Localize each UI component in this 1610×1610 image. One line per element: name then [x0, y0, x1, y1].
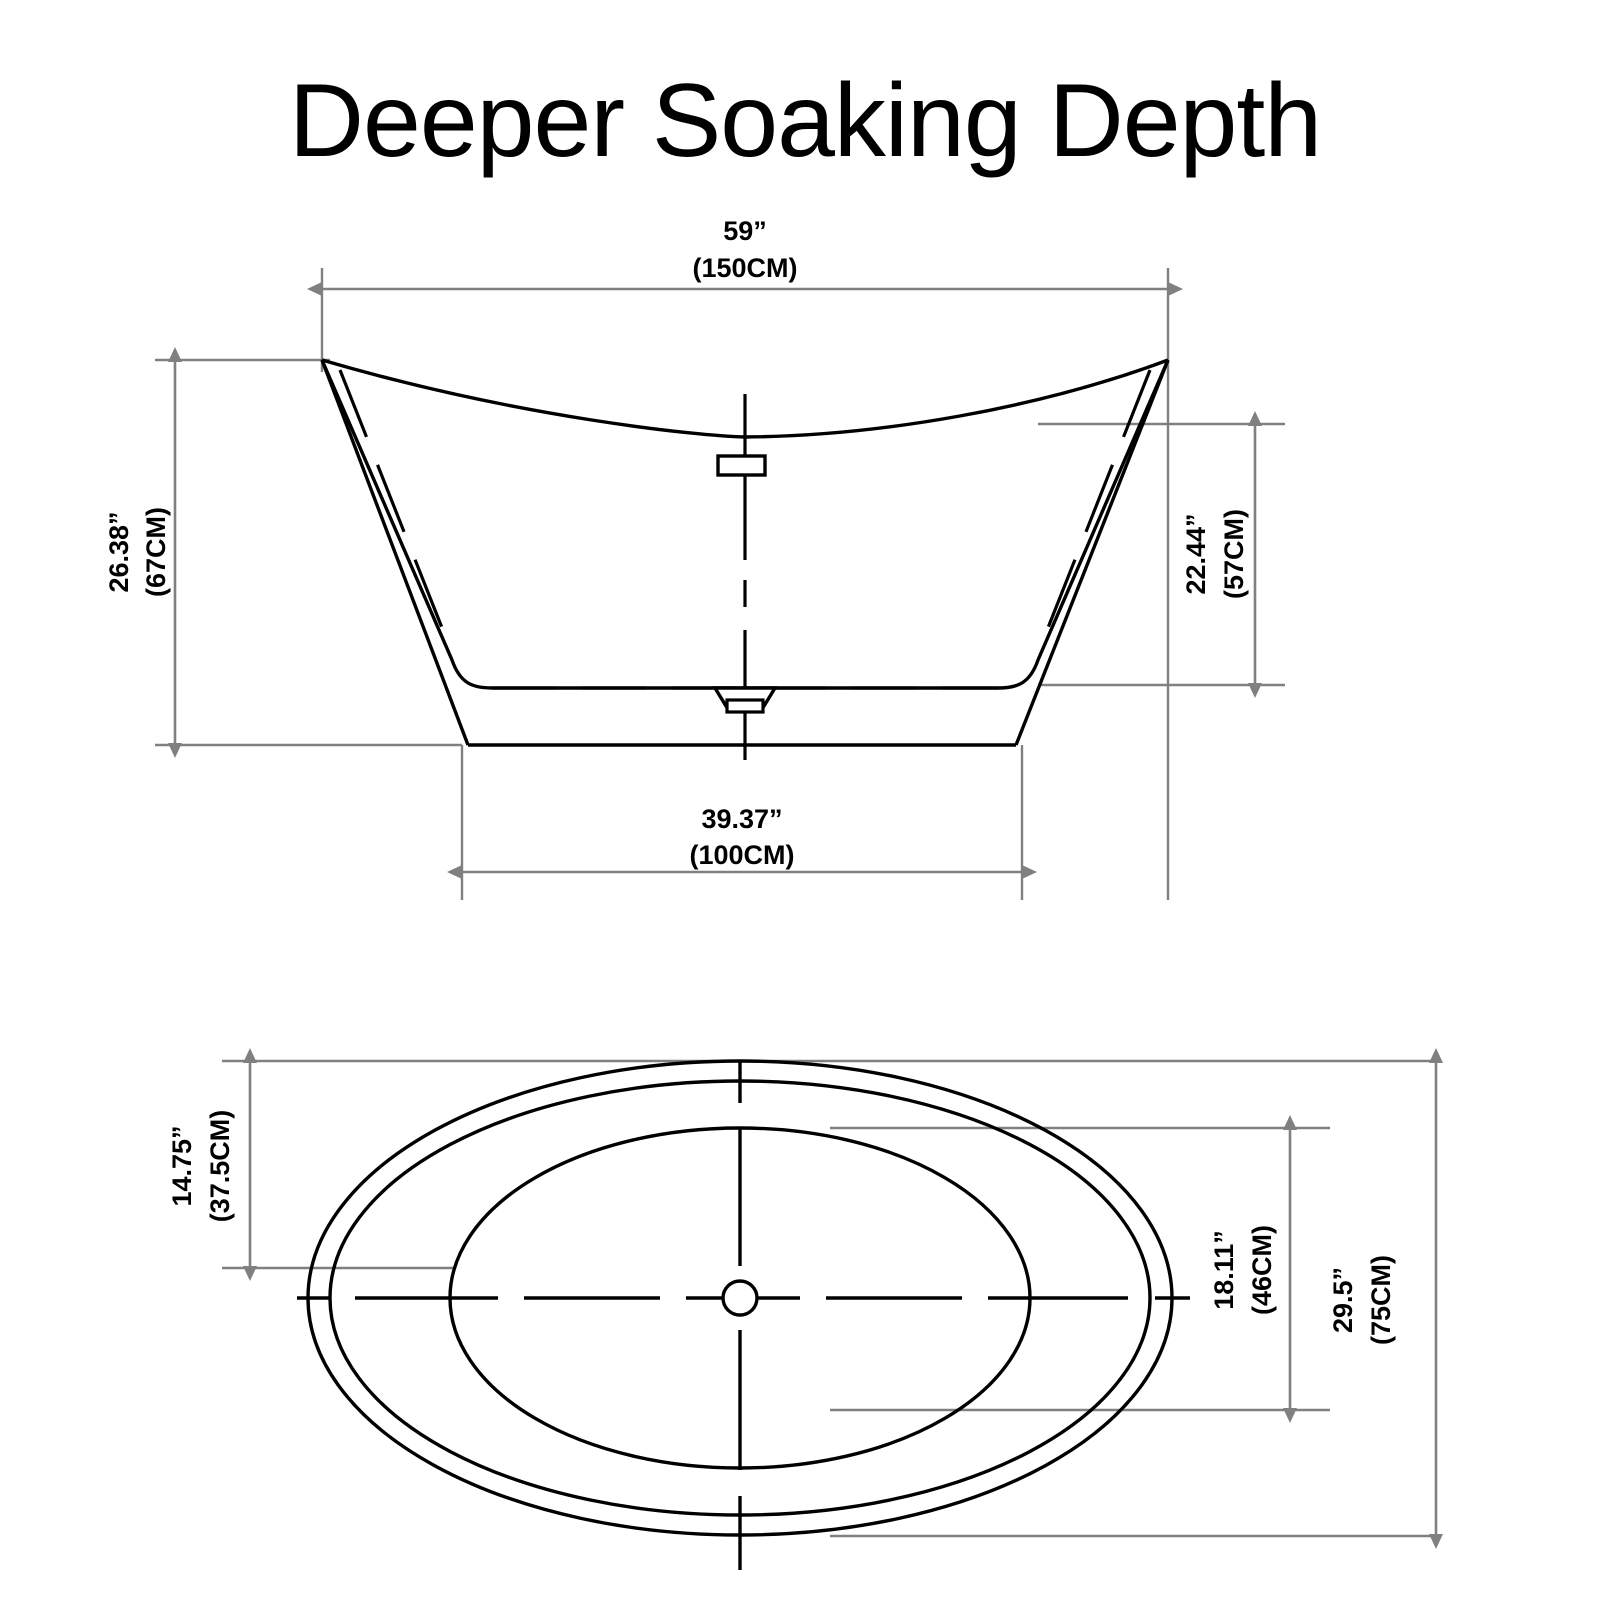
dim-base-width-metric: (100CM)	[689, 840, 794, 870]
tub-right-outer-wall	[1014, 359, 1170, 746]
plan-extension-lines	[222, 1059, 1440, 1538]
tub-left-outer-wall	[320, 359, 470, 746]
dim-rim-offset-inches: 14.75”	[167, 1125, 197, 1206]
dim-overall-width-inches: 59”	[723, 216, 767, 246]
dimension-overall-depth: 29.5” (75CM)	[1328, 1048, 1443, 1549]
page-title: Deeper Soaking Depth	[288, 63, 1322, 179]
tub-left-inner-wall	[320, 359, 745, 690]
drain-outlet-icon	[711, 686, 779, 714]
dim-overall-depth-inches: 29.5”	[1328, 1267, 1358, 1333]
dim-soaking-depth-metric: (57CM)	[1219, 509, 1249, 599]
elevation-view-group: 59” (150CM) 26.38” (67CM) 22.44” (57CM) …	[104, 216, 1285, 900]
dim-overall-width-metric: (150CM)	[692, 253, 797, 283]
dim-soaking-depth-inches: 22.44”	[1181, 513, 1211, 594]
dimension-overall-width: 59” (150CM)	[307, 216, 1183, 296]
overflow-outlet-icon	[716, 454, 767, 477]
plan-drain-circle	[721, 1279, 759, 1317]
dimension-soaking-depth: 22.44” (57CM)	[1181, 411, 1262, 698]
dim-overall-depth-metric: (75CM)	[1366, 1255, 1396, 1345]
tub-left-hidden-wall-dashed	[338, 369, 452, 649]
plan-view-group: 14.75” (37.5CM) 18.11” (46CM) 29.5” (75C…	[167, 1048, 1443, 1570]
tub-right-hidden-wall-dashed	[1038, 369, 1152, 649]
dim-interior-depth-inches: 18.11”	[1209, 1230, 1239, 1310]
dimension-interior-depth: 18.11” (46CM)	[1209, 1115, 1297, 1423]
dimension-overall-height: 26.38” (67CM)	[104, 347, 182, 758]
dimension-base-width: 39.37” (100CM)	[447, 804, 1037, 879]
dim-interior-depth-metric: (46CM)	[1247, 1225, 1277, 1315]
dim-rim-offset-metric: (37.5CM)	[205, 1110, 235, 1223]
dim-overall-height-inches: 26.38”	[104, 511, 134, 592]
dim-base-width-inches: 39.37”	[701, 804, 782, 834]
dimension-rim-offset: 14.75” (37.5CM)	[167, 1048, 257, 1281]
tub-right-inner-wall	[745, 359, 1170, 690]
dim-overall-height-metric: (67CM)	[141, 507, 171, 597]
